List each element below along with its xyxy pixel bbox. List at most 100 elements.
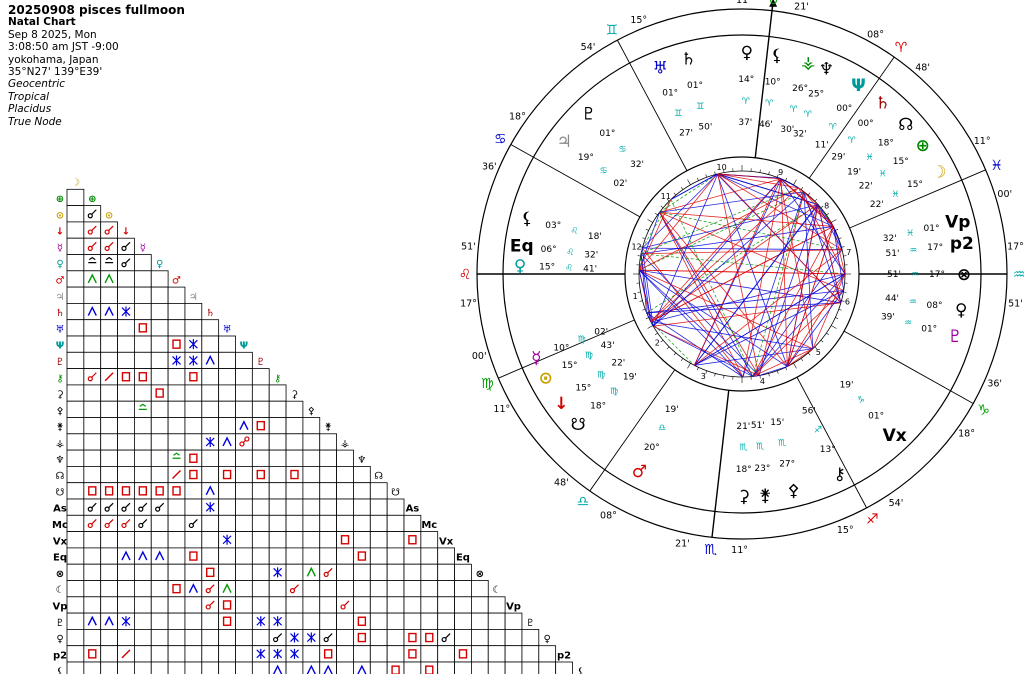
planet-degree: 14° (738, 75, 754, 85)
grid-row-glyph: ⚸ (56, 667, 63, 674)
house-number: 12 (631, 242, 641, 251)
aspect-semi (90, 241, 97, 248)
grid-row-glyph: As (53, 504, 67, 515)
aspect-semisextile (172, 470, 182, 480)
planet-sign: ♈ (829, 123, 838, 133)
grid-diagonal-glyph: Vp (506, 602, 521, 613)
grid-row-glyph: Eq (53, 553, 67, 564)
degree-tick (768, 373, 770, 377)
grid-diagonal-glyph: ⚵ (325, 422, 332, 433)
degree-tick (807, 352, 811, 356)
planet-sign: ♓ (866, 153, 874, 163)
degree-tick (820, 339, 824, 343)
aspect-square (323, 649, 333, 659)
degree-tick (639, 246, 643, 248)
planet-minute: 19' (847, 167, 861, 177)
aspect-line (717, 173, 834, 227)
degree-tick (843, 291, 847, 293)
chart-place: yokohama, Japan (8, 53, 99, 66)
planet-sign: ♒ (911, 270, 919, 280)
chart-title: 20250908 pisces fullmoon (8, 3, 185, 17)
aspect-trine (104, 615, 114, 626)
aspect-line (817, 203, 832, 223)
degree-tick (776, 370, 779, 374)
planet-sign: ♊ (674, 109, 682, 119)
planet-glyph: ♀ (741, 43, 753, 63)
aspect-semi (90, 209, 97, 216)
grid-diagonal-glyph: ♄ (206, 308, 215, 319)
aspect-line (779, 177, 814, 349)
planet-sign: ♐ (814, 425, 822, 435)
aspect-trine (323, 664, 333, 674)
aspect-sextile (121, 306, 131, 317)
aspect-grid: ☽⊕⊕⊙⊙↓↓☿☿♀♀♂♂♃♃♄♄♅♅ΨΨ♇♇⚷⚷⚳⚳⚴⚴⚵⚵⚶⚶♆♆☊☊☋☋A… (52, 178, 585, 674)
grid-diagonal-glyph: ⚷ (274, 373, 281, 384)
house-cusp-line (843, 330, 974, 404)
aspect-square (408, 649, 417, 659)
degree-tick (660, 339, 664, 343)
aspect-square (222, 469, 232, 480)
sign-glyph: ♐ (866, 511, 879, 527)
aspect-semi (444, 633, 451, 639)
cusp-minute: 21' (794, 2, 809, 13)
aspect-trine (306, 664, 316, 674)
aspect-line (742, 178, 782, 378)
aspect-semi (191, 519, 198, 525)
node-type: True Node (8, 115, 62, 128)
aspect-line (694, 348, 813, 366)
house-system: Placidus (8, 103, 52, 116)
house-cusp-line (754, 10, 773, 158)
aspect-sextile (306, 632, 316, 643)
aspect-line (779, 177, 832, 223)
aspect-line (652, 191, 805, 327)
aspect-semi (326, 633, 333, 639)
grid-row-glyph: ♇ (56, 618, 65, 629)
aspect-semisextile (121, 649, 131, 659)
planet-glyph: ⚵ (759, 486, 771, 506)
grid-row-glyph: ♀ (56, 259, 63, 270)
planet-degree: 18° (736, 465, 752, 475)
planet-degree: 01° (868, 412, 884, 422)
planet-degree: 17° (929, 270, 945, 280)
aspect-trine (104, 273, 114, 284)
planet-minute: 46' (759, 120, 773, 130)
aspect-line (752, 273, 846, 377)
degree-tick (759, 375, 761, 379)
aspect-square (222, 600, 232, 610)
aspect-square (172, 339, 181, 349)
planet-glyph: ♂ (632, 462, 647, 482)
aspect-semi (141, 502, 148, 509)
aspect-quincunx (105, 256, 114, 264)
aspect-line (638, 248, 643, 271)
aspect-square (256, 469, 265, 480)
aspect-trine (87, 615, 97, 626)
planet-minute: 51' (887, 270, 901, 280)
degree-tick (673, 352, 677, 356)
aspect-semi (326, 567, 333, 574)
grid-diagonal-glyph: ⚳ (291, 390, 298, 401)
aspect-square (408, 632, 417, 643)
aspect-square (138, 323, 148, 333)
aspect-line (717, 173, 782, 180)
aspect-line (694, 273, 846, 366)
planet-glyph: ⚸ (521, 209, 533, 229)
planet-glyph: ☋ (571, 415, 586, 435)
degree-tick (814, 346, 818, 350)
cusp-degree: 11° (493, 404, 510, 415)
aspect-square (155, 486, 164, 496)
degree-tick (843, 255, 847, 257)
planet-glyph: ♀ (514, 257, 526, 277)
aspect-sextile (273, 616, 283, 627)
planet-minute: 18' (588, 232, 602, 242)
aspect-line (694, 204, 819, 366)
degree-tick (723, 375, 725, 379)
planet-glyph: ⊗ (957, 265, 971, 285)
planet-degree: 26° (792, 84, 808, 94)
aspect-square (357, 632, 367, 643)
grid-diagonal-glyph: ☾ (492, 585, 501, 596)
aspect-square (189, 372, 198, 382)
planet-glyph: ♇ (581, 104, 596, 124)
planet-minute: 56' (802, 407, 816, 417)
planet-glyph: ⚴ (787, 481, 799, 501)
planet-minute: 32' (584, 251, 598, 261)
